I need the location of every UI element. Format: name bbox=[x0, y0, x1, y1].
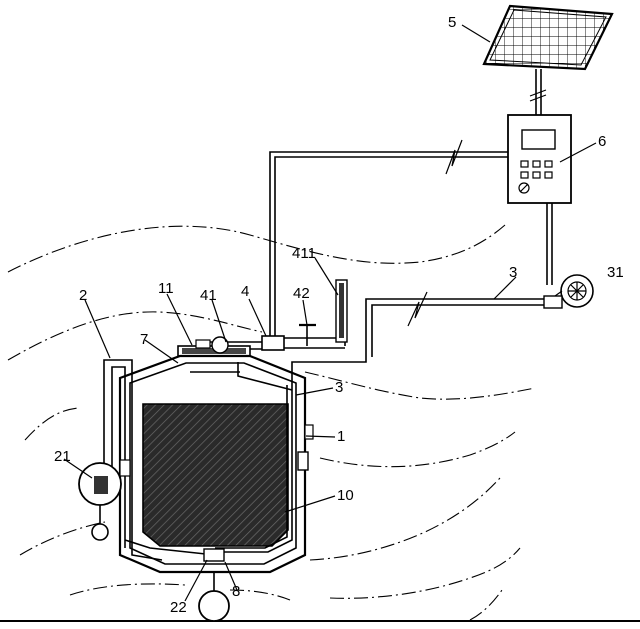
label-42: 42 bbox=[293, 285, 310, 302]
control-wire bbox=[269, 139, 508, 336]
blower-31 bbox=[543, 274, 594, 309]
label-10: 10 bbox=[337, 487, 354, 504]
inner-air-pipe bbox=[215, 362, 293, 553]
soil-wave-lines bbox=[7, 224, 536, 621]
tank-body bbox=[118, 354, 314, 574]
bottom-pump-22 bbox=[198, 548, 230, 622]
tank-fill bbox=[142, 403, 289, 547]
label-1: 1 bbox=[337, 428, 345, 445]
label-22: 22 bbox=[170, 599, 187, 616]
tank-lid bbox=[177, 336, 251, 357]
label-8: 8 bbox=[232, 583, 240, 600]
leader-lines bbox=[63, 24, 597, 602]
label-7: 7 bbox=[140, 331, 148, 348]
blower-wire bbox=[546, 203, 553, 285]
air-pipe-3 bbox=[291, 291, 544, 380]
label-3-tank: 3 bbox=[335, 379, 343, 396]
label-5: 5 bbox=[448, 14, 456, 31]
label-411: 411 bbox=[292, 245, 316, 262]
label-3-top: 3 bbox=[509, 264, 517, 281]
solar-panel bbox=[482, 4, 614, 115]
label-31: 31 bbox=[607, 264, 624, 281]
label-21: 21 bbox=[54, 448, 71, 465]
label-41: 41 bbox=[200, 287, 217, 304]
label-6: 6 bbox=[598, 133, 606, 150]
collection-pipe-2 bbox=[103, 359, 216, 561]
pump-21 bbox=[78, 462, 122, 541]
controller-box bbox=[507, 114, 572, 204]
label-11: 11 bbox=[158, 280, 174, 297]
label-4: 4 bbox=[241, 283, 249, 300]
label-2: 2 bbox=[79, 287, 87, 304]
